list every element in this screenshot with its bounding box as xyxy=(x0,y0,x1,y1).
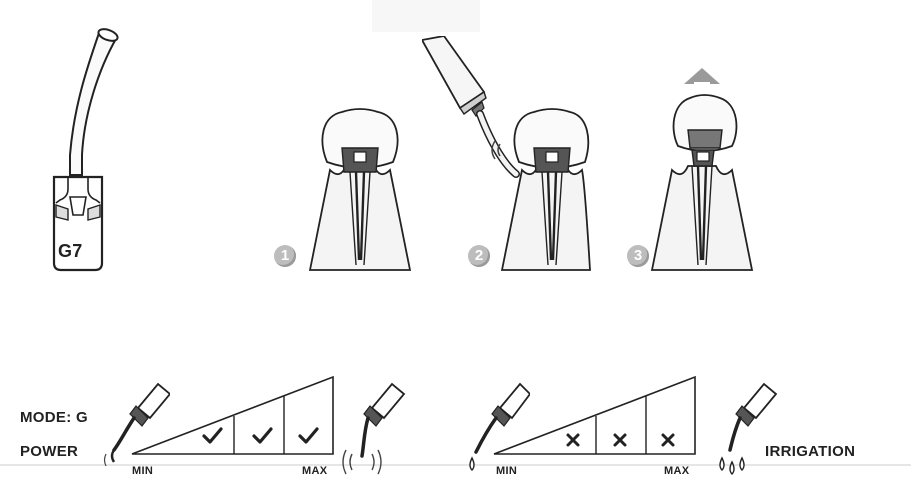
power-label: POWER xyxy=(20,443,79,460)
step-1-badge: 1 xyxy=(274,245,296,267)
step-2-number: 2 xyxy=(474,247,484,264)
baseline-rule xyxy=(0,464,911,466)
irrigation-label: IRRIGATION xyxy=(765,443,856,460)
mode-label: MODE: G xyxy=(20,409,88,426)
step-1-tooth-illustration xyxy=(308,108,412,271)
irrigation-max-label: MAX xyxy=(664,465,690,477)
check-icon xyxy=(298,427,319,444)
handpiece-min-irrigation-illustration xyxy=(469,382,530,471)
step-3-tooth-illustration xyxy=(650,68,754,271)
step-1-number: 1 xyxy=(280,247,290,264)
cross-icon xyxy=(566,433,580,447)
handpiece-min-vibration-illustration xyxy=(103,382,170,467)
handpiece-max-vibration-illustration xyxy=(342,382,406,475)
irrigation-min-label: MIN xyxy=(496,465,518,477)
handpiece-max-irrigation-illustration xyxy=(719,382,778,475)
power-min-label: MIN xyxy=(132,465,154,477)
step-2-tooth-illustration xyxy=(422,36,591,271)
step-3-number: 3 xyxy=(633,247,643,264)
top-strip xyxy=(372,0,480,32)
power-scale xyxy=(131,375,334,455)
cross-icon xyxy=(613,433,627,447)
tip-label: G7 xyxy=(58,241,83,261)
irrigation-scale xyxy=(493,375,696,455)
check-icon xyxy=(252,427,273,444)
step-2-badge: 2 xyxy=(468,245,490,267)
step-3-badge: 3 xyxy=(627,245,649,267)
check-icon xyxy=(202,427,223,444)
power-max-label: MAX xyxy=(302,465,328,477)
cross-icon xyxy=(661,433,675,447)
g7-tip-illustration xyxy=(52,28,119,272)
